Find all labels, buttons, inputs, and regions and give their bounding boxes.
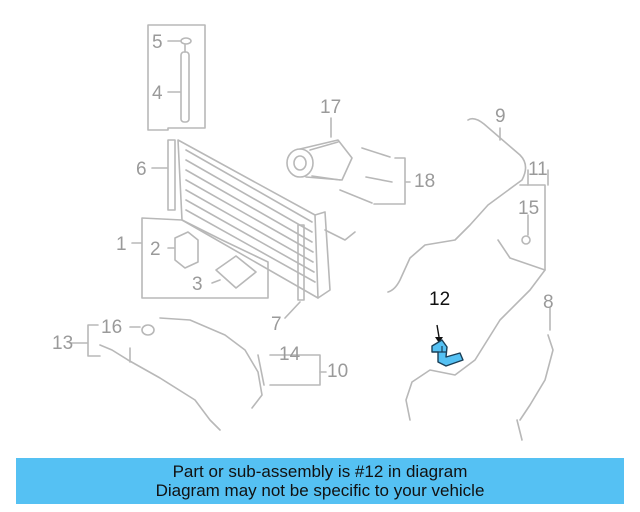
callout-1[interactable]: 1 bbox=[116, 234, 127, 255]
callout-9[interactable]: 9 bbox=[495, 106, 506, 127]
banner-line-1: Part or sub-assembly is #12 in diagram bbox=[172, 462, 468, 481]
side-bracket-6 bbox=[167, 139, 176, 211]
callout-4[interactable]: 4 bbox=[152, 83, 163, 104]
hose-13 bbox=[99, 344, 221, 431]
callout-10[interactable]: 10 bbox=[327, 361, 349, 382]
callout-6[interactable]: 6 bbox=[136, 159, 147, 180]
callout-11[interactable]: 11 bbox=[528, 159, 548, 180]
info-banner: Part or sub-assembly is #12 in diagram D… bbox=[16, 458, 624, 504]
bracket-2 bbox=[174, 231, 199, 269]
hose-8 bbox=[519, 307, 554, 421]
callout-2[interactable]: 2 bbox=[150, 239, 161, 260]
dryer-cartridge bbox=[180, 51, 190, 123]
callout-17[interactable]: 17 bbox=[320, 97, 342, 118]
callout-5[interactable]: 5 bbox=[152, 32, 163, 53]
hose-9 bbox=[387, 117, 527, 293]
dryer-cap bbox=[180, 37, 192, 45]
bracket-3 bbox=[215, 255, 257, 289]
group-box-4-5 bbox=[147, 24, 206, 131]
bracket-7 bbox=[297, 224, 305, 301]
compressor-17 bbox=[286, 117, 353, 181]
group-box-1-3 bbox=[141, 217, 269, 299]
part-12-highlight bbox=[431, 324, 464, 367]
callout-12[interactable]: 12 bbox=[429, 289, 451, 310]
callout-18[interactable]: 18 bbox=[414, 171, 436, 192]
banner-line-2: Diagram may not be specific to your vehi… bbox=[155, 481, 485, 500]
callout-15[interactable]: 15 bbox=[518, 198, 540, 219]
callout-7[interactable]: 7 bbox=[271, 314, 282, 335]
callout-14[interactable]: 14 bbox=[279, 344, 301, 365]
callout-8[interactable]: 8 bbox=[543, 292, 554, 313]
parts-diagram bbox=[69, 24, 554, 441]
hose-10 bbox=[159, 317, 263, 409]
callout-16[interactable]: 16 bbox=[101, 317, 123, 338]
callout-3[interactable]: 3 bbox=[192, 274, 203, 295]
callout-13[interactable]: 13 bbox=[52, 333, 74, 354]
hose-11 bbox=[405, 184, 546, 421]
